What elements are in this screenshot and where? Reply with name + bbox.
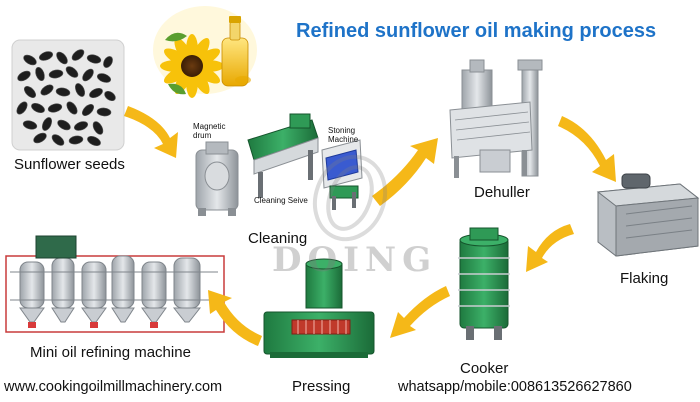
sunflower-seeds-image	[11, 39, 125, 151]
process-arrows	[124, 106, 616, 346]
flaking-machine-image	[596, 173, 700, 257]
cleaning-machines-image	[195, 113, 363, 216]
stoning-machine	[321, 139, 363, 210]
stoning-machine-label: Stoning Machine	[328, 126, 358, 144]
oil-bottle-icon	[221, 16, 251, 87]
dehuller-machine-image	[449, 59, 543, 178]
step-label-sunflower-seeds: Sunflower seeds	[14, 156, 125, 173]
step-label-flaking: Flaking	[620, 270, 669, 287]
refining-machine-image	[5, 235, 225, 333]
stoning-machine-label-line1: Stoning	[328, 126, 356, 135]
magnetic-drum-machine	[195, 141, 239, 216]
cleaning-sieve-label: Cleaning Seive	[254, 196, 308, 205]
magnetic-drum-label: Magnetic drum	[193, 122, 225, 140]
watermark-logo-icon	[312, 154, 388, 242]
cleaning-sieve-machine	[247, 113, 319, 198]
step-label-cleaning: Cleaning	[248, 230, 308, 247]
cooker-machine-image	[458, 227, 510, 340]
step-label-refining: Mini oil refining machine	[30, 344, 191, 361]
magnetic-drum-label-line2: drum	[193, 131, 212, 140]
arrow-cleaning-to-dehuller	[372, 138, 438, 206]
arrow-cooker-to-pressing	[390, 286, 450, 338]
sunflower-oil-image	[153, 6, 257, 98]
watermark-text: DOING	[272, 240, 438, 280]
stoning-machine-label-line2: Machine	[328, 135, 359, 144]
arrow-flaking-to-cooker	[526, 224, 574, 272]
sunflower-icon	[160, 32, 224, 98]
step-label-dehuller: Dehuller	[474, 184, 530, 201]
oil-press-machine-image	[263, 258, 375, 358]
step-label-cooker: Cooker	[460, 360, 509, 377]
magnetic-drum-label-line1: Magnetic	[193, 122, 226, 131]
arrow-dehuller-to-flaking	[558, 116, 616, 182]
footer-contact: whatsapp/mobile:008613526627860	[398, 379, 632, 395]
footer-website: www.cookingoilmillmachinery.com	[4, 379, 223, 395]
arrow-seeds-to-cleaning	[124, 106, 178, 158]
page-title: Refined sunflower oil making process	[296, 20, 657, 42]
arrow-pressing-to-refining	[208, 290, 262, 346]
step-label-pressing: Pressing	[292, 378, 351, 395]
